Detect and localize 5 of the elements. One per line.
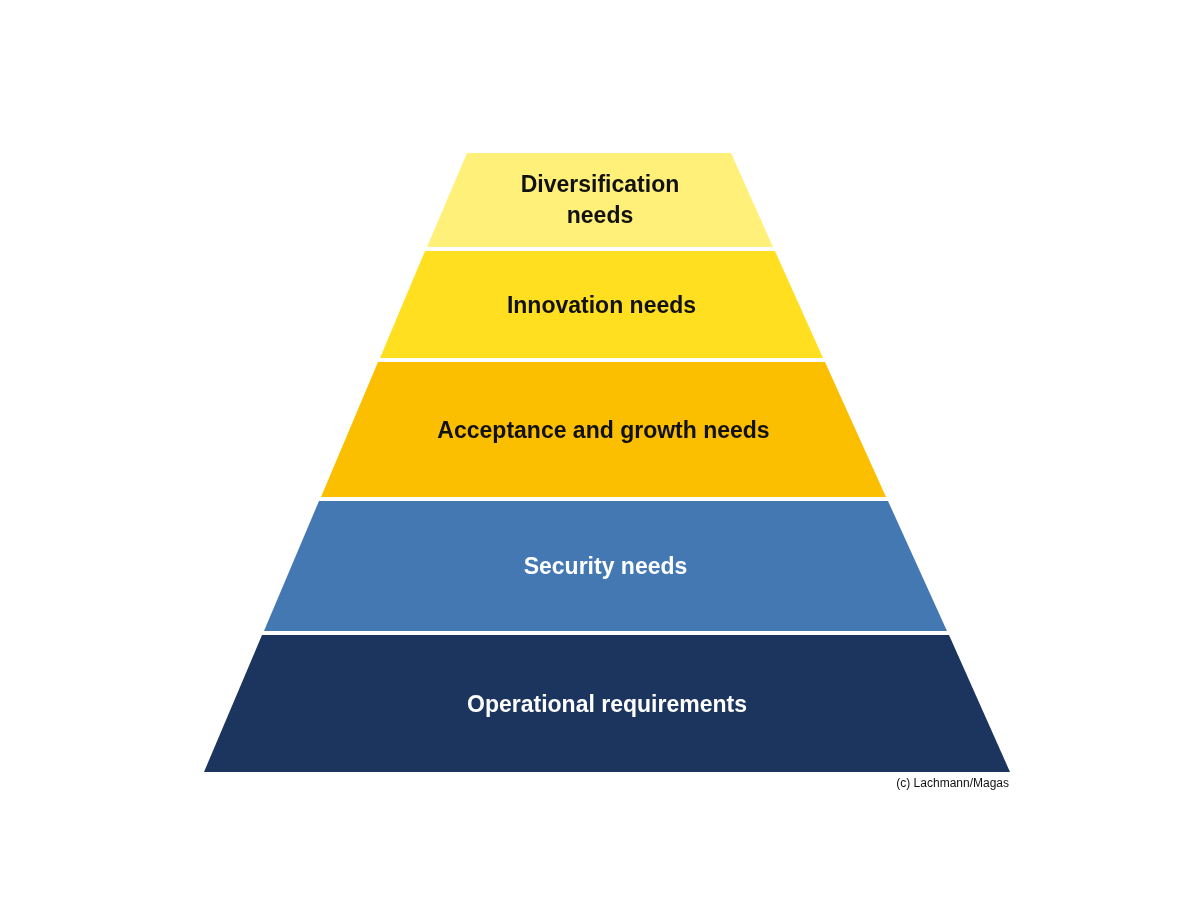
level-label: Diversification needs xyxy=(519,170,681,230)
level-label: Security needs xyxy=(522,551,689,581)
level-label: Acceptance and growth needs xyxy=(436,415,771,445)
level-label: Innovation needs xyxy=(505,290,698,319)
level-label: Operational requirements xyxy=(466,689,748,719)
